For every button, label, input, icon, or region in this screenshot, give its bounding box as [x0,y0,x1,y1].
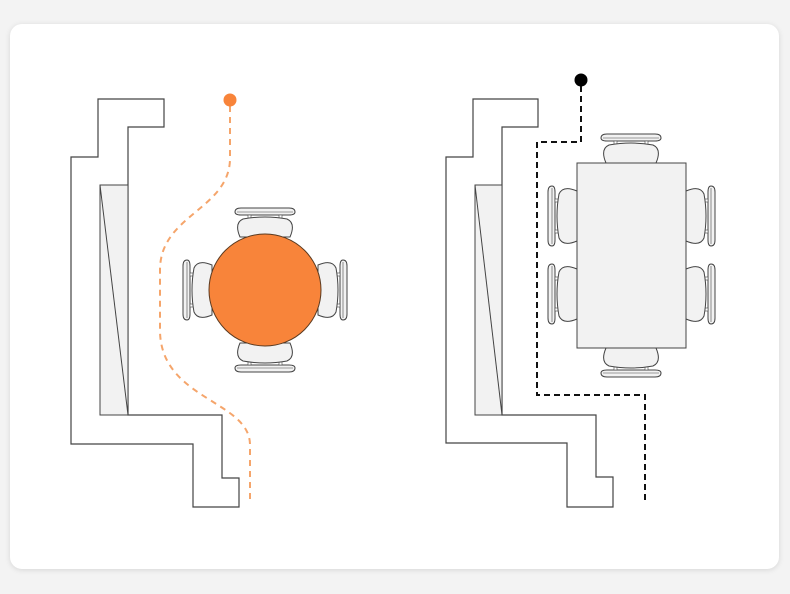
round-table [208,233,322,347]
chair-left-1 [547,185,578,247]
path-start-dot [223,93,237,107]
cabinet-diagonal [99,184,129,416]
chair-top [600,133,662,164]
chair-right-2 [685,263,716,325]
chair-top [234,207,296,238]
chair-left [182,259,213,321]
rectangular-table [576,162,687,349]
cabinet-diagonal [474,184,503,416]
right-panel-rect-table [445,73,716,508]
chair-bottom [600,347,662,378]
left-panel-round-table [70,93,348,508]
chair-bottom [234,342,296,373]
path-start-dot [574,73,588,87]
chair-right-1 [685,185,716,247]
chair-right [317,259,348,321]
chair-left-2 [547,263,578,325]
walking-path-curved [159,106,251,503]
